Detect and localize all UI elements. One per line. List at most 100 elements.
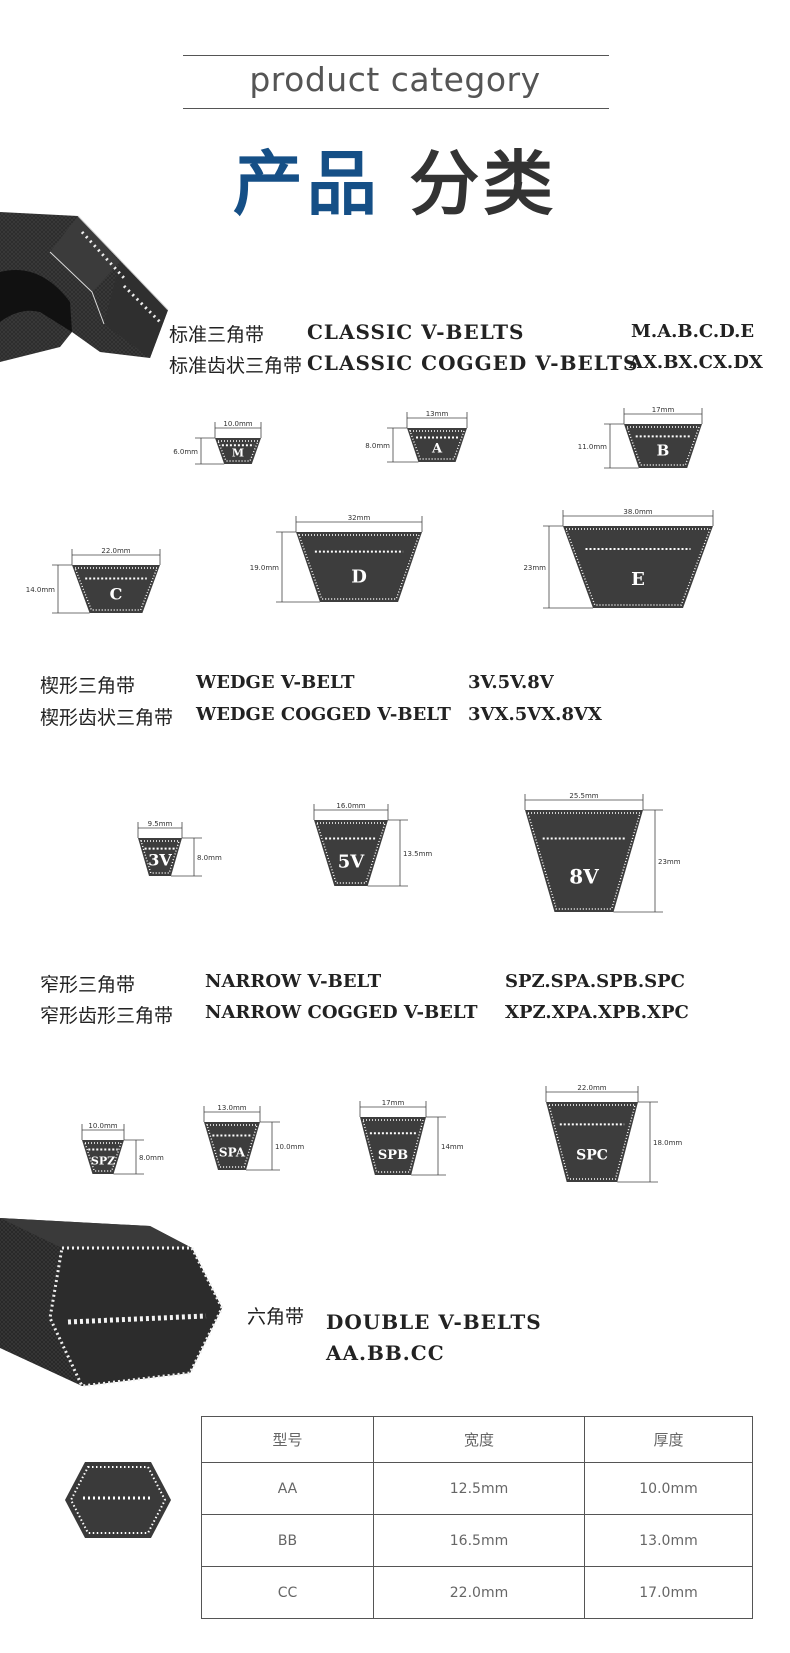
- belt-label: M: [232, 447, 244, 460]
- height-dimension-label: 13.5mm: [403, 850, 432, 858]
- classic-cn-2: 标准齿状三角带: [169, 355, 303, 377]
- table-cell: 10.0mm: [584, 1462, 753, 1515]
- double-cn: 六角带: [247, 1306, 305, 1328]
- height-dimension-label: 19.0mm: [250, 564, 279, 572]
- belt-c-diagram: C 22.0mm 14.0mm: [26, 547, 161, 614]
- wedge-cn-2: 楔形齿状三角带: [40, 707, 174, 729]
- belt-spc-diagram: SPC 22.0mm 18.0mm: [545, 1084, 682, 1183]
- belt-cord-outline: [298, 534, 420, 600]
- belt-cord-outline: [564, 528, 712, 606]
- height-dimension-label: 18.0mm: [653, 1139, 682, 1147]
- width-dimension-label: 38.0mm: [623, 508, 652, 516]
- wedge-cn-1: 楔形三角带: [40, 675, 136, 697]
- narrow-en-2: NARROW COGGED V-BELT: [205, 1002, 478, 1023]
- belt-label: E: [631, 569, 645, 590]
- belt-section-shape: [624, 424, 702, 468]
- belt-cord-outline: [362, 1119, 424, 1173]
- double-en: DOUBLE V-BELTS: [326, 1310, 542, 1334]
- width-dimension-label: 9.5mm: [148, 820, 173, 828]
- table-row: BB 16.5mm 13.0mm: [201, 1514, 753, 1567]
- width-dimension-label: 17mm: [382, 1099, 405, 1107]
- classic-belt-photo: [0, 212, 169, 362]
- width-dimension-label: 22.0mm: [101, 547, 130, 555]
- table-cell: 17.0mm: [584, 1566, 753, 1619]
- subtitle: product category: [249, 60, 541, 99]
- belt-label: 8V: [569, 864, 599, 888]
- belt-cord-outline: [408, 430, 465, 460]
- belt-3v-diagram: 3V 9.5mm 8.0mm: [137, 820, 222, 877]
- belt-cord-outline: [316, 822, 386, 884]
- belt-section-shape: [82, 1140, 124, 1174]
- belt-section-shape: [546, 1102, 638, 1182]
- table-header-cell: 型号: [201, 1416, 374, 1463]
- belt-section-shape: [525, 810, 643, 912]
- width-dimension-label: 10.0mm: [223, 420, 252, 428]
- classic-cn-1: 标准三角带: [169, 324, 265, 346]
- height-dimension-label: 11.0mm: [578, 443, 607, 451]
- belt-label: 3V: [148, 850, 172, 869]
- page-title-blue: 产品: [232, 143, 381, 225]
- double-belt-photo: [0, 1218, 224, 1388]
- belt-cord-outline: [73, 567, 159, 611]
- belt-cord-outline: [527, 812, 641, 910]
- width-dimension-label: 13mm: [426, 410, 449, 418]
- table-row: CC 22.0mm 17.0mm: [201, 1566, 753, 1619]
- narrow-en-1: NARROW V-BELT: [205, 971, 382, 992]
- wedge-codes-1: 3V.5V.8V: [468, 672, 554, 693]
- classic-en-2: CLASSIC COGGED V-BELTS: [307, 351, 639, 375]
- height-dimension-label: 6.0mm: [173, 448, 198, 456]
- page-title: 产品 分类: [0, 128, 790, 229]
- belt-cord-outline: [84, 1142, 122, 1172]
- table-header-row: 型号 宽度 厚度: [201, 1416, 753, 1463]
- narrow-codes-2: XPZ.XPA.XPB.XPC: [505, 1002, 689, 1023]
- narrow-cn-2: 窄形齿形三角带: [40, 1005, 174, 1027]
- wedge-codes-2: 3VX.5VX.8VX: [468, 704, 602, 725]
- spec-table: 型号 宽度 厚度 AA 12.5mm 10.0mm BB 16.5mm 13.0…: [201, 1416, 753, 1619]
- belt-label: A: [431, 441, 443, 456]
- table-cell: 22.0mm: [373, 1566, 585, 1619]
- belt-cord-outline: [206, 1124, 258, 1168]
- narrow-cn-1: 窄形三角带: [40, 974, 136, 996]
- height-dimension-label: 23mm: [523, 564, 546, 572]
- table-cell: CC: [201, 1566, 374, 1619]
- belt-8v-diagram: 8V 25.5mm 23mm: [524, 792, 681, 913]
- belt-label: 5V: [338, 852, 366, 873]
- classic-en-1: CLASSIC V-BELTS: [307, 320, 525, 344]
- width-dimension-label: 16.0mm: [336, 802, 365, 810]
- classic-codes-1: M.A.B.C.D.E: [631, 321, 755, 342]
- table-row: AA 12.5mm 10.0mm: [201, 1462, 753, 1515]
- table-cell: AA: [201, 1462, 374, 1515]
- height-dimension-label: 23mm: [658, 858, 681, 866]
- table-cell: BB: [201, 1514, 374, 1567]
- belt-label: SPC: [576, 1148, 608, 1164]
- hexagon-section-diagram: [65, 1462, 171, 1538]
- wedge-en-1: WEDGE V-BELT: [196, 672, 355, 693]
- width-dimension-label: 25.5mm: [569, 792, 598, 800]
- belt-cord-outline: [548, 1104, 636, 1180]
- table-cell: 12.5mm: [373, 1462, 585, 1515]
- table-header-cell: 宽度: [373, 1416, 585, 1463]
- narrow-codes-1: SPZ.SPA.SPB.SPC: [505, 971, 685, 992]
- height-dimension-label: 14.0mm: [26, 586, 55, 594]
- belt-m-diagram: M 10.0mm 6.0mm: [173, 420, 262, 465]
- height-dimension-label: 8.0mm: [139, 1154, 164, 1162]
- table-header-cell: 厚度: [584, 1416, 753, 1463]
- belt-e-diagram: E 38.0mm 23mm: [523, 508, 714, 609]
- height-dimension-label: 14mm: [441, 1143, 464, 1151]
- height-dimension-label: 8.0mm: [197, 854, 222, 862]
- belt-5v-diagram: 5V 16.0mm 13.5mm: [313, 802, 432, 887]
- header-bottom-rule: [183, 108, 609, 109]
- classic-codes-2: AX.BX.CX.DX: [629, 352, 763, 373]
- double-codes: AA.BB.CC: [326, 1341, 445, 1365]
- belt-label: SPZ: [91, 1154, 115, 1167]
- belt-label: SPA: [219, 1146, 246, 1160]
- belt-label: C: [110, 585, 123, 604]
- belt-section-shape: [360, 1117, 426, 1175]
- width-dimension-label: 22.0mm: [577, 1084, 606, 1092]
- width-dimension-label: 17mm: [652, 406, 675, 414]
- belt-section-shape: [563, 526, 713, 608]
- belt-section-shape: [407, 428, 467, 462]
- belt-section-shape: [296, 532, 422, 602]
- width-dimension-label: 32mm: [348, 514, 371, 522]
